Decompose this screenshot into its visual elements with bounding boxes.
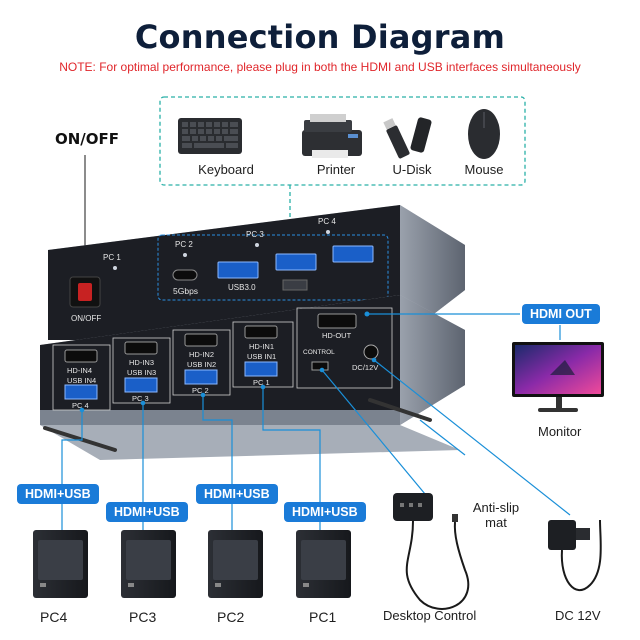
usb3-label: USB3.0 (228, 283, 256, 292)
usb-in1-label: USB IN1 (247, 352, 277, 361)
pc1-port-label: PC 1 (253, 378, 270, 387)
printer-icon (302, 114, 362, 158)
pc2-label: PC2 (217, 609, 245, 625)
mouse-icon (468, 109, 500, 159)
monitor-icon (512, 342, 604, 412)
dc-adapter-icon (548, 519, 602, 592)
hdmi-port (124, 341, 158, 355)
usb-c-port (172, 269, 198, 281)
pc4-led-label: PC 4 (318, 217, 336, 226)
hd-in4-label: HD-IN4 (67, 366, 93, 375)
power-switch-label: ON/OFF (55, 130, 120, 148)
desktop-control-icon (393, 493, 470, 610)
pc4-label: PC4 (40, 609, 68, 625)
pc2-tower-icon (208, 530, 263, 598)
hd-out-label: HD-OUT (322, 331, 352, 340)
usb-in3-label: USB IN3 (127, 368, 157, 377)
usb-port (275, 253, 317, 271)
note-text: NOTE: For optimal performance, please pl… (59, 60, 581, 74)
kvm-bottom-unit (40, 295, 465, 460)
anti-slip-label: Anti-slip mat (472, 500, 520, 530)
hd-in3-label: HD-IN3 (129, 358, 155, 367)
hdmi-out-port (317, 313, 357, 329)
pc1-tower-icon (296, 530, 351, 598)
usb-port (332, 245, 374, 263)
pc4-cable-badge: HDMI+USB (17, 484, 99, 504)
hdmi-port (244, 325, 278, 339)
pc3-cable-badge: HDMI+USB (106, 502, 188, 522)
switch-panel-label: ON/OFF (71, 314, 102, 323)
monitor-label: Monitor (538, 424, 582, 439)
mouse-label: Mouse (464, 162, 504, 177)
control-port (311, 361, 329, 371)
hdmi-port (64, 349, 98, 363)
usb-port (124, 377, 158, 393)
usb-drive-icon (383, 117, 432, 159)
usb-port (64, 384, 98, 400)
pc1-led-label: PC 1 (103, 253, 121, 262)
pc4-tower-icon (33, 530, 88, 598)
usb-port (184, 369, 218, 385)
desktop-control-label: Desktop Control (383, 608, 477, 623)
dc-port-label: DC/12V (352, 363, 379, 372)
control-port-label: CONTROL (303, 349, 335, 356)
usb-in2-label: USB IN2 (187, 360, 217, 369)
pc2-cable-badge: HDMI+USB (196, 484, 278, 504)
hd-in1-label: HD-IN1 (249, 342, 275, 351)
hdmi-out-badge: HDMI OUT (522, 304, 600, 324)
keyboard-label: Keyboard (198, 162, 254, 177)
pc3-label: PC3 (129, 609, 157, 625)
keyboard-icon (178, 118, 242, 154)
u-disk-label: U-Disk (392, 162, 432, 177)
pc3-tower-icon (121, 530, 176, 598)
usb-c-label: 5Gbps (173, 286, 199, 296)
peripherals-frame (159, 96, 526, 186)
dc-12v-label: DC 12V (555, 608, 601, 623)
pc2-port-label: PC 2 (192, 386, 209, 395)
pc3-led-label: PC 3 (246, 230, 264, 239)
pc3-port-label: PC 3 (132, 394, 149, 403)
dc-port (363, 344, 379, 360)
page-title: Connection Diagram (134, 18, 506, 56)
pc1-cable-badge: HDMI+USB (284, 502, 366, 522)
usb-port (244, 361, 278, 377)
usb-in4-label: USB IN4 (67, 376, 97, 385)
hd-in2-label: HD-IN2 (189, 350, 215, 359)
pc2-led-label: PC 2 (175, 240, 193, 249)
printer-label: Printer (316, 162, 356, 177)
pc1-label: PC1 (309, 609, 337, 625)
pc4-port-label: PC 4 (72, 401, 89, 410)
usb-port (217, 261, 259, 279)
hdmi-port (184, 333, 218, 347)
